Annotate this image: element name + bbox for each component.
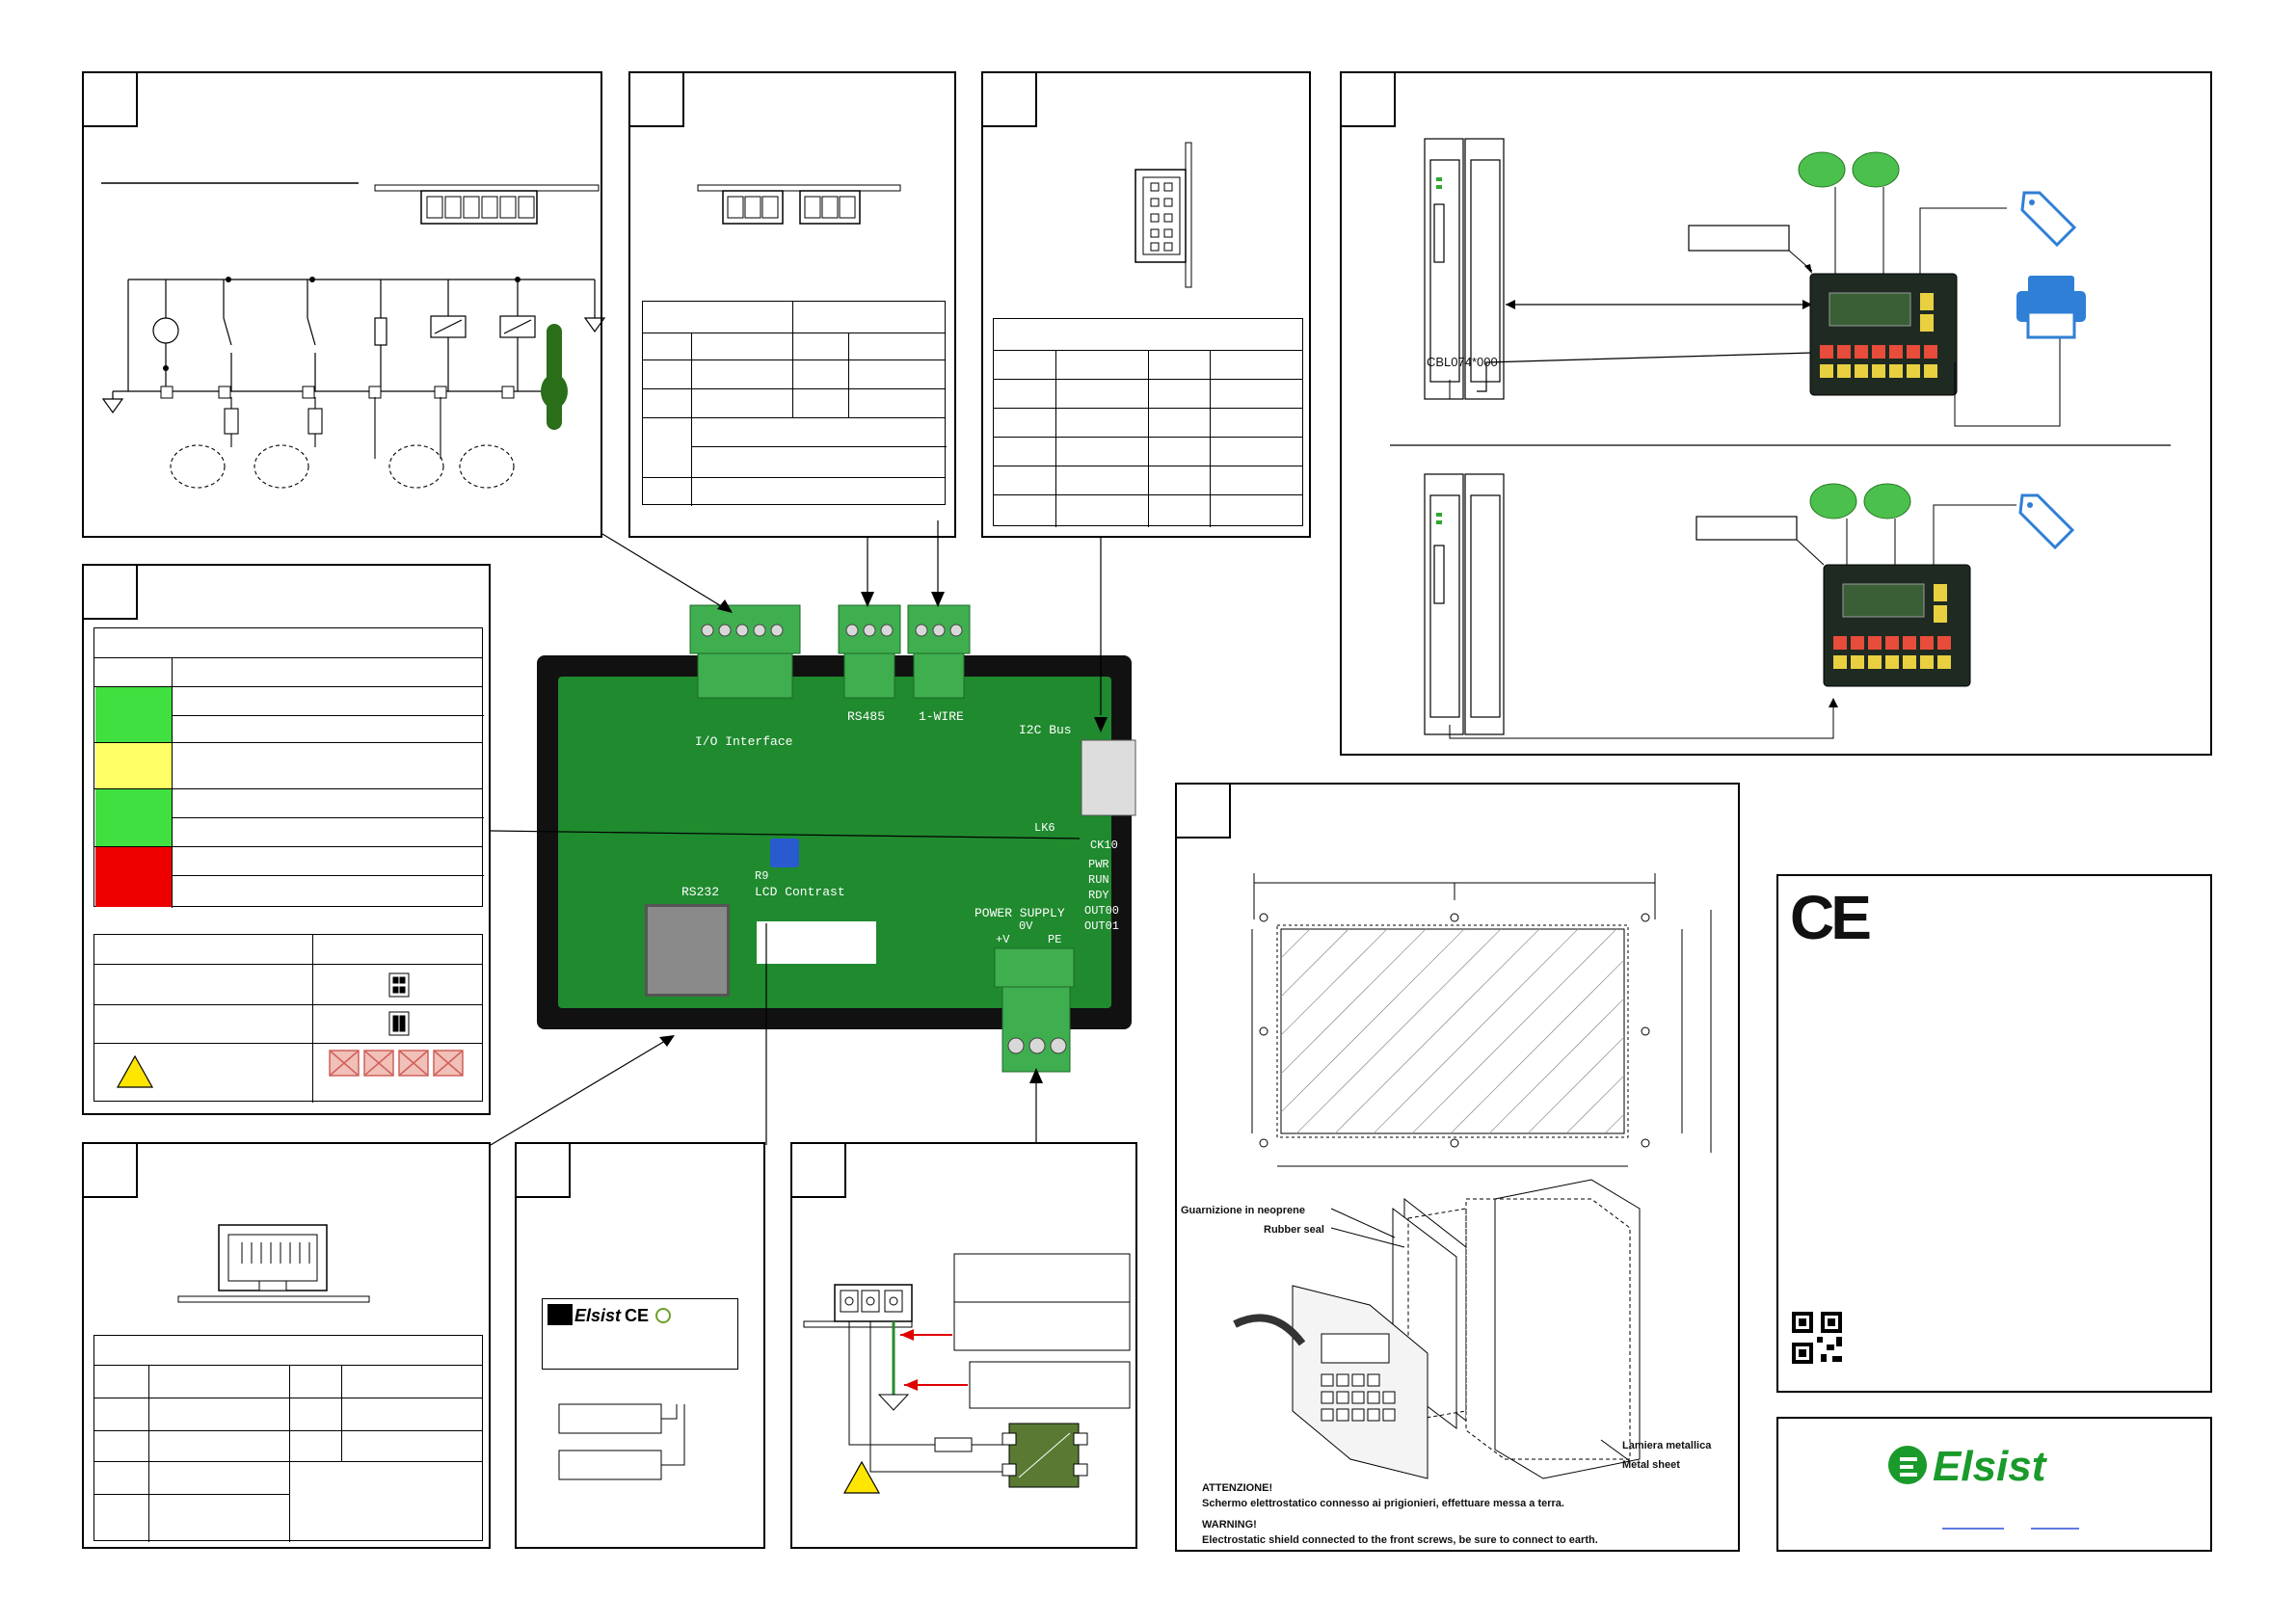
led-out00-label: OUT00 <box>1084 904 1120 918</box>
printer-icon <box>2016 276 2086 339</box>
panel-cutout-drawing <box>1233 873 1712 1479</box>
gasket-label-it: Guarnizione in neoprene <box>1181 1205 1305 1216</box>
rj45-connector <box>645 904 730 997</box>
led-yellow-swatch <box>95 743 172 788</box>
elsist-logo: Elsist <box>1888 1443 2079 1530</box>
svg-text:CE: CE <box>625 1306 649 1325</box>
terminal-connection-diagram <box>1390 138 2171 739</box>
power-supply-panel <box>790 1142 1137 1549</box>
sheet-label-en: Metal sheet <box>1622 1459 1680 1471</box>
cable-label: CBL074*000 <box>1427 355 1498 369</box>
zero-v-label: 0V <box>1019 919 1033 933</box>
attention-text-it: Schermo elettrostatico connesso ai prigi… <box>1202 1498 1564 1509</box>
one-wire-label: 1-WIRE <box>919 709 964 724</box>
rs485-label: RS485 <box>847 709 886 724</box>
jumper-icon <box>388 972 410 998</box>
product-label-panel: Elsist CE <box>515 1142 765 1549</box>
jumper-icon <box>388 1011 410 1036</box>
section-number-box <box>1177 785 1231 839</box>
rj45-panel <box>82 1142 491 1549</box>
attention-title-it: ATTENZIONE! <box>1202 1482 1273 1494</box>
r9-label: R9 <box>755 869 769 883</box>
lcd-contrast-label: LCD Contrast <box>755 885 845 899</box>
ck10-label: CK10 <box>1090 839 1118 852</box>
jumper-table <box>93 934 483 1103</box>
brand-panel: Elsist <box>1776 1417 2212 1552</box>
tag-icon <box>2018 493 2075 550</box>
section-number-box <box>84 1144 138 1198</box>
section-number-box <box>517 1144 571 1198</box>
jumper-forbidden-icons <box>329 1050 464 1077</box>
plus-v-label: +V <box>996 933 1010 946</box>
label-sticker <box>757 921 876 964</box>
mounting-panel: Guarnizione in neoprene Rubber seal Lami… <box>1175 783 1740 1552</box>
rj45-pinout-table <box>93 1335 483 1542</box>
gasket-label-en: Rubber seal <box>1264 1224 1324 1236</box>
led-green-swatch <box>95 687 172 742</box>
ce-panel: CE <box>1776 874 2212 1393</box>
serial-connector-drawing <box>697 184 901 225</box>
i2c-panel <box>981 71 1311 538</box>
terminal-connection-panel: CBL074*000 <box>1340 71 2212 756</box>
svg-text:Elsist: Elsist <box>1933 1443 2048 1490</box>
section-number-box <box>84 566 138 620</box>
io-interface-label: I/O Interface <box>695 734 793 749</box>
section-number-box <box>1342 73 1396 127</box>
svg-text:Elsist: Elsist <box>574 1306 622 1325</box>
led-red-swatch <box>95 847 172 907</box>
io-wiring-diagram <box>101 182 606 489</box>
led-rdy-label: RDY <box>1088 889 1109 902</box>
warning-icon <box>116 1054 154 1088</box>
warning-icon <box>842 1460 881 1494</box>
rs232-label: RS232 <box>681 885 720 899</box>
qr-code-icon <box>1792 1312 1842 1364</box>
i2c-connector-drawing <box>1135 142 1192 288</box>
attention-title-en: WARNING! <box>1202 1519 1257 1531</box>
pe-label: PE <box>1048 933 1062 946</box>
sheet-label-it: Lamiera metallica <box>1622 1440 1712 1451</box>
led-status-panel <box>82 564 491 1115</box>
section-number-box <box>84 73 138 127</box>
product-label <box>542 1298 738 1370</box>
tag-icon <box>2020 191 2077 248</box>
led-run-label: RUN <box>1088 873 1109 887</box>
led-green-swatch <box>95 789 172 846</box>
attention-text-en: Electrostatic shield connected to the fr… <box>1202 1534 1598 1546</box>
section-number-box <box>983 73 1037 127</box>
lcd-contrast-trimmer[interactable] <box>770 839 799 867</box>
i2c-bus-label: I2C Bus <box>1019 723 1072 737</box>
led-table <box>93 627 484 908</box>
label-drawing: Elsist CE <box>547 1304 685 1480</box>
section-number-box <box>792 1144 846 1198</box>
serial-pinout-table <box>642 301 947 506</box>
ce-mark: CE <box>1790 883 1872 952</box>
rj45-socket-drawing <box>177 1224 370 1303</box>
power-wiring-diagram <box>803 1253 1131 1494</box>
serial-connectors-panel <box>628 71 956 538</box>
led-pwr-label: PWR <box>1088 858 1109 871</box>
i2c-pinout-table <box>993 318 1303 527</box>
lk6-label: LK6 <box>1034 821 1055 835</box>
led-out01-label: OUT01 <box>1084 919 1120 933</box>
board-photo: I/O Interface RS485 1-WIRE I2C Bus LK6 C… <box>537 655 1132 1029</box>
power-supply-label: POWER SUPPLY <box>974 906 1065 920</box>
io-schematic-panel <box>82 71 606 538</box>
section-number-box <box>630 73 684 127</box>
